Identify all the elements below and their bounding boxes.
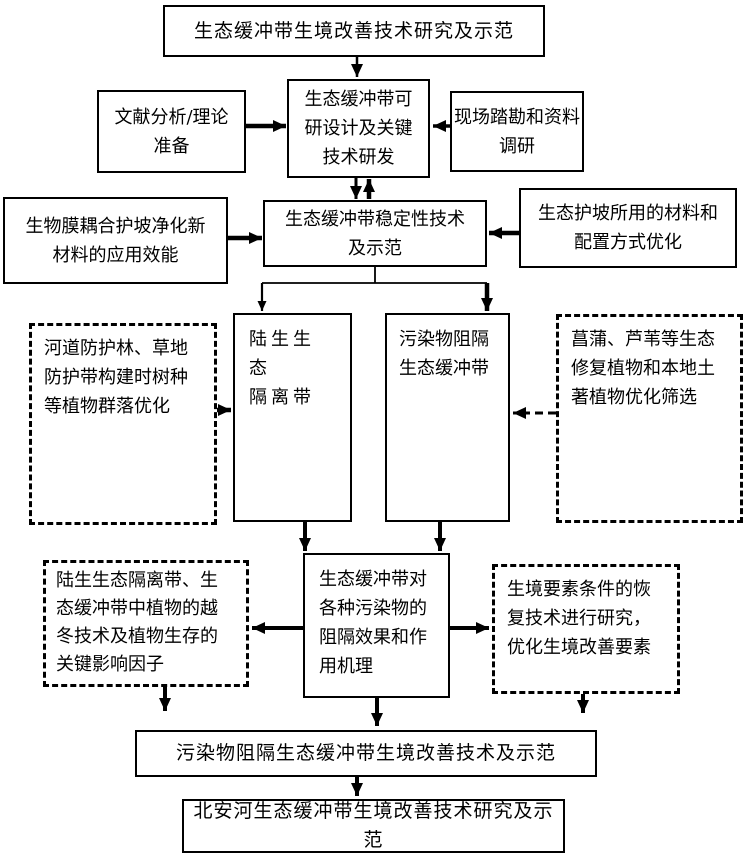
box-repair-plants: 菖蒲、芦苇等生态 修复植物和本地土 著植物优化筛选 (556, 314, 743, 523)
box-survey: 现场踏勘和资料 调研 (450, 91, 584, 172)
box-pollutant-label: 污染物阻隔 生态缓冲带 (399, 329, 489, 379)
box-demo: 污染物阻隔生态缓冲带生境改善技术及示范 (135, 730, 597, 777)
box-overwinter: 陆生生态隔离带、生 态缓冲带中植物的越 冬技术及植物生存的 关键影响因子 (43, 560, 249, 687)
box-feasibility-label: 生态缓冲带可 研设计及关键 技术研发 (304, 89, 413, 168)
box-pollutant: 污染物阻隔 生态缓冲带 (385, 313, 510, 522)
box-habitat-label: 生境要素条件的恢 复技术进行研究， 优化生境改善要素 (507, 579, 651, 658)
box-slope-label: 生态护坡所用的材料和 配置方式优化 (538, 203, 718, 253)
box-repair-plants-label: 菖蒲、芦苇等生态 修复植物和本地土 著植物优化筛选 (571, 329, 715, 408)
box-habitat: 生境要素条件的恢 复技术进行研究， 优化生境改善要素 (492, 564, 680, 694)
box-biofilm-label: 生物膜耦合护坡净化新 材料的应用效能 (25, 215, 206, 266)
box-title-label: 生态缓冲带生境改善技术研究及示范 (193, 19, 514, 42)
box-slope: 生态护坡所用的材料和 配置方式优化 (519, 188, 737, 268)
box-final-label: 北安河生态缓冲带生境改善技术研究及示范 (193, 800, 554, 851)
box-final: 北安河生态缓冲带生境改善技术研究及示范 (182, 799, 565, 853)
box-overwinter-label: 陆生生态隔离带、生 态缓冲带中植物的越 冬技术及植物生存的 关键影响因子 (56, 570, 218, 675)
box-feasibility: 生态缓冲带可 研设计及关键 技术研发 (287, 79, 430, 178)
box-terrestrial-label: 陆生生态 隔离带 (249, 329, 315, 408)
box-plant-community-label: 河道防护林、草地 防护带构建时树种 等植物群落优化 (44, 338, 188, 417)
box-demo-label: 污染物阻隔生态缓冲带生境改善技术及示范 (175, 742, 556, 764)
box-title: 生态缓冲带生境改善技术研究及示范 (163, 5, 545, 57)
box-terrestrial: 陆生生态 隔离带 (233, 313, 352, 522)
box-stability-label: 生态缓冲带稳定性技术 及示范 (285, 208, 465, 259)
box-literature-label: 文献分析/理论 准备 (114, 106, 229, 157)
box-stability: 生态缓冲带稳定性技术 及示范 (263, 200, 487, 267)
box-biofilm: 生物膜耦合护坡净化新 材料的应用效能 (3, 197, 228, 284)
box-plant-community: 河道防护林、草地 防护带构建时树种 等植物群落优化 (29, 323, 217, 525)
connector-stability-split (262, 267, 487, 284)
box-survey-label: 现场踏勘和资料 调研 (454, 106, 580, 157)
box-mechanism: 生态缓冲带对 各种污染物的 阻隔效果和作 用机理 (303, 553, 450, 698)
box-mechanism-label: 生态缓冲带对 各种污染物的 阻隔效果和作 用机理 (319, 569, 427, 677)
box-literature: 文献分析/理论 准备 (97, 90, 246, 173)
